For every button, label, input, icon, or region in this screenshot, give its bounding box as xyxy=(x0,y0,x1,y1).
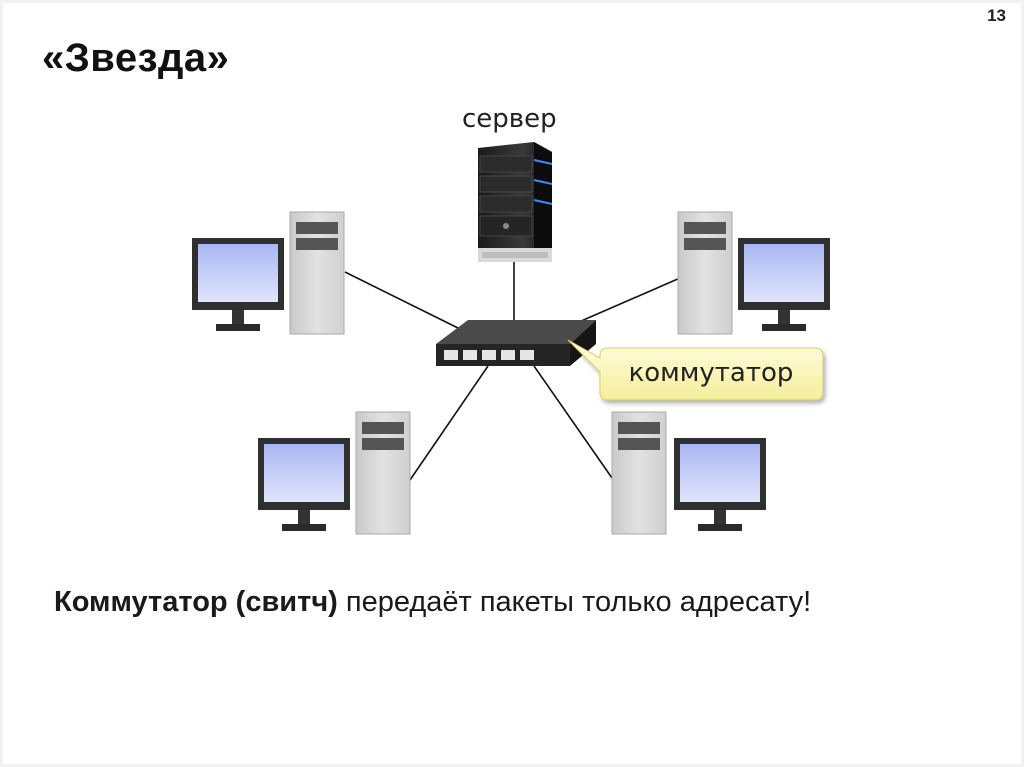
slide-title: «Звезда» xyxy=(42,36,230,80)
switch-label: коммутатор xyxy=(628,358,794,388)
caption-bold: Коммутатор (свитч) xyxy=(54,586,338,618)
cable-bottom-right xyxy=(533,365,613,479)
server-label: сервер xyxy=(462,104,557,134)
page-number: 13 xyxy=(987,6,1006,25)
switch-icon xyxy=(436,320,596,366)
workstation-top-left xyxy=(192,211,345,335)
computer-case-icon xyxy=(289,211,345,335)
monitor-icon xyxy=(192,238,284,331)
workstation-bottom-left xyxy=(258,411,411,535)
workstation-bottom-right xyxy=(611,411,766,535)
monitor-icon xyxy=(258,438,350,531)
switch-callout xyxy=(567,339,824,401)
computer-case-icon xyxy=(355,411,411,535)
caption-rest: передаёт пакеты только адресату! xyxy=(337,586,812,618)
cable-top-left xyxy=(344,271,463,331)
monitor-icon xyxy=(738,238,830,331)
monitor-icon xyxy=(674,438,766,531)
slide-caption: Коммутатор (свитч) передаёт пакеты тольк… xyxy=(54,586,811,619)
network-cables xyxy=(344,262,681,481)
cable-top-right xyxy=(571,277,681,326)
workstation-top-right xyxy=(677,211,830,335)
server-icon xyxy=(478,142,553,262)
computer-case-icon xyxy=(611,411,667,535)
computer-case-icon xyxy=(677,211,733,335)
cable-bottom-left xyxy=(409,365,489,481)
